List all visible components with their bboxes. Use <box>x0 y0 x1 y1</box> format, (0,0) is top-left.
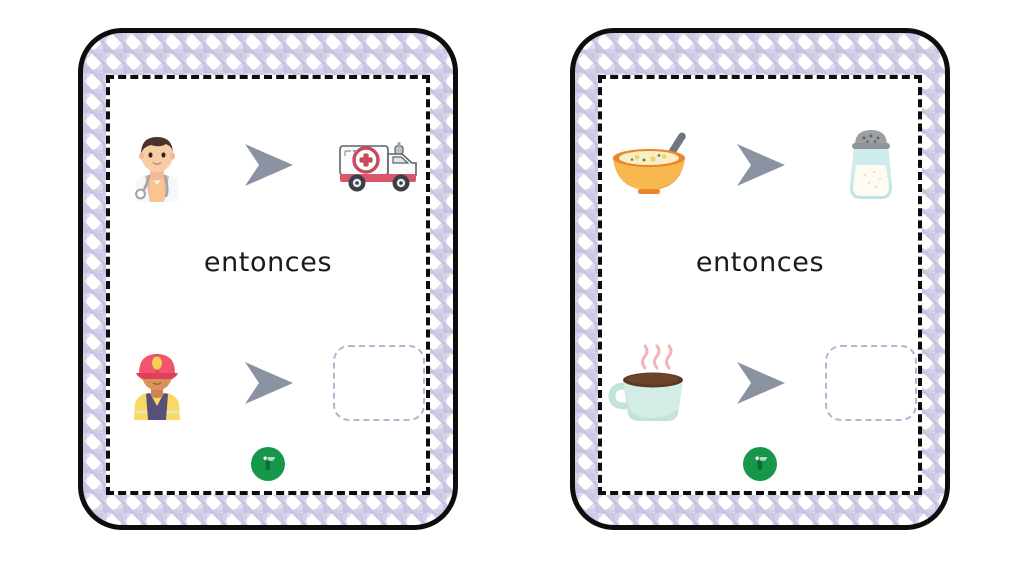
green-logo-badge <box>743 447 777 481</box>
salt-shaker-icon[interactable] <box>825 119 917 211</box>
connector-word-left: entonces <box>203 247 333 278</box>
card-inner-panel: entonces <box>598 75 922 495</box>
cause-effect-row-bottom <box>602 337 918 429</box>
cause-effect-row-top <box>110 119 426 211</box>
flashcard-right[interactable]: entonces <box>570 28 950 530</box>
ambulance-icon[interactable] <box>333 119 425 211</box>
coffee-cup-icon[interactable] <box>603 337 695 429</box>
flashcard-left[interactable]: entonces <box>78 28 458 530</box>
arrow-right-icon <box>729 134 791 196</box>
card-inner-panel: entonces <box>106 75 430 495</box>
connector-word-right: entonces <box>695 247 825 278</box>
empty-drop-slot[interactable] <box>825 337 917 429</box>
cause-effect-row-top <box>602 119 918 211</box>
empty-answer-box[interactable] <box>333 345 425 421</box>
green-logo-badge <box>251 447 285 481</box>
empty-answer-box[interactable] <box>825 345 917 421</box>
firefighter-icon[interactable] <box>111 337 203 429</box>
doctor-icon[interactable] <box>111 119 203 211</box>
arrow-right-icon <box>237 352 299 414</box>
soup-bowl-icon[interactable] <box>603 119 695 211</box>
cause-effect-row-bottom <box>110 337 426 429</box>
arrow-right-icon <box>237 134 299 196</box>
empty-drop-slot[interactable] <box>333 337 425 429</box>
arrow-right-icon <box>729 352 791 414</box>
